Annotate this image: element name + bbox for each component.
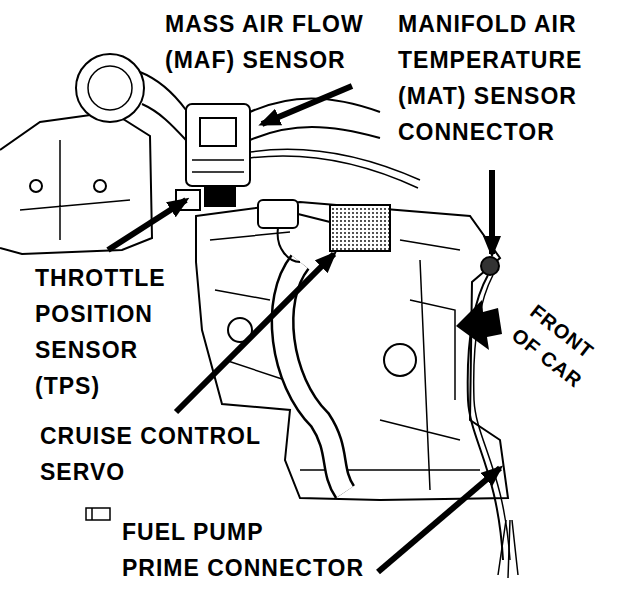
part-label: CRUISE CONTROL SERVO bbox=[40, 418, 261, 490]
label-line: CRUISE CONTROL bbox=[40, 418, 261, 454]
leader-arrow bbox=[176, 254, 334, 412]
part-label: THROTTLE POSITION SENSOR (TPS) bbox=[35, 260, 166, 404]
label-line: (TPS) bbox=[35, 368, 166, 404]
label-line: (MAF) SENSOR bbox=[165, 42, 364, 78]
label-line: MASS AIR FLOW bbox=[165, 6, 364, 42]
wire-harness bbox=[498, 520, 518, 578]
label-line: (MAT) SENSOR bbox=[398, 78, 582, 114]
label-line: SERVO bbox=[40, 454, 261, 490]
engine-detail bbox=[384, 344, 416, 376]
leader-arrow bbox=[378, 468, 500, 572]
label-line: TEMPERATURE bbox=[398, 42, 582, 78]
label-line: PRIME CONNECTOR bbox=[122, 550, 364, 586]
servo-wires bbox=[278, 214, 330, 262]
label-line: CONNECTOR bbox=[398, 114, 582, 150]
air-duct bbox=[76, 54, 144, 122]
label-line: THROTTLE bbox=[35, 260, 166, 296]
part-label: FRONT OF CAR bbox=[505, 297, 607, 395]
part-label: MANIFOLD AIR TEMPERATURE (MAT) SENSOR CO… bbox=[398, 6, 582, 150]
leader-arrow bbox=[489, 170, 495, 254]
label-line: POSITION bbox=[35, 296, 166, 332]
label-line: FUEL PUMP bbox=[122, 514, 364, 550]
bolt bbox=[94, 180, 106, 192]
air-duct bbox=[88, 66, 132, 110]
engine-outline bbox=[196, 202, 508, 500]
mat-connector bbox=[481, 257, 499, 275]
part-label: MASS AIR FLOW (MAF) SENSOR bbox=[165, 6, 364, 78]
maf-detail bbox=[192, 160, 244, 172]
fender-outline bbox=[0, 112, 152, 254]
tps-connector bbox=[205, 186, 235, 206]
leader-arrow bbox=[262, 86, 352, 124]
fender-detail bbox=[20, 140, 130, 240]
air-duct bbox=[140, 72, 186, 140]
maf-module bbox=[200, 118, 236, 146]
maf-housing bbox=[186, 104, 250, 186]
intake-hose bbox=[250, 127, 380, 140]
leader-arrow bbox=[108, 200, 186, 250]
label-line: SENSOR bbox=[35, 332, 166, 368]
bolt bbox=[30, 180, 42, 192]
direction-arrow bbox=[456, 300, 502, 350]
label-line: MANIFOLD AIR bbox=[398, 6, 582, 42]
part-label: FUEL PUMP PRIME CONNECTOR bbox=[122, 514, 364, 586]
cruise-servo bbox=[330, 205, 390, 251]
servo-connector bbox=[258, 200, 298, 228]
wire-harness bbox=[250, 149, 420, 188]
connector-symbol bbox=[86, 508, 110, 520]
